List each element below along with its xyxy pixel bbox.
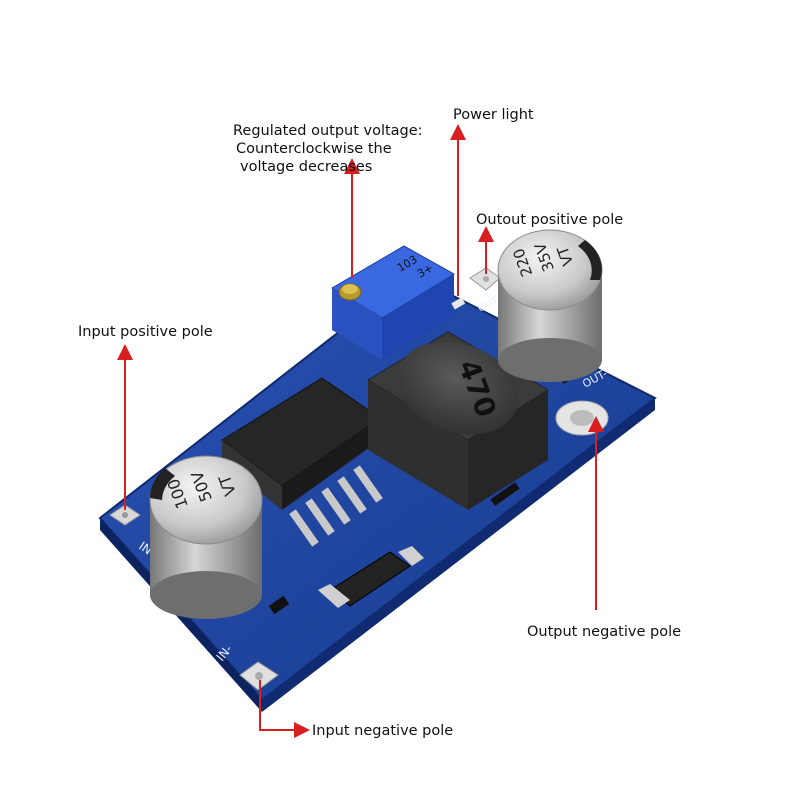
potentiometer: 103 3+ bbox=[331, 245, 455, 360]
power-led bbox=[451, 297, 466, 310]
label-regulated-voltage-line1: Regulated output voltage: bbox=[233, 123, 423, 139]
label-output-negative: Output negative pole bbox=[527, 624, 682, 640]
input-negative-pad bbox=[239, 661, 279, 691]
label-output-positive: Outout positive pole bbox=[476, 212, 624, 228]
output-negative-pad bbox=[555, 400, 609, 436]
input-capacitor: 100 50V VT bbox=[149, 455, 263, 619]
diode bbox=[318, 546, 424, 608]
label-regulated-voltage-line2: Counterclockwise the bbox=[236, 141, 392, 157]
label-regulated-voltage-line3: voltage decreases bbox=[240, 159, 373, 175]
arrow-input-negative bbox=[259, 680, 310, 738]
cap-right-marking-3: VT bbox=[553, 243, 577, 268]
input-positive-pad bbox=[109, 504, 141, 526]
label-input-positive: Input positive pole bbox=[78, 324, 213, 340]
output-capacitor: 220 35V VT bbox=[497, 229, 603, 382]
regulator-ic bbox=[221, 377, 383, 547]
label-input-negative: Input negative pole bbox=[312, 723, 454, 739]
inductor: 470 bbox=[367, 331, 549, 510]
annotation-arrows bbox=[117, 124, 604, 738]
label-power-light: Power light bbox=[453, 107, 534, 123]
